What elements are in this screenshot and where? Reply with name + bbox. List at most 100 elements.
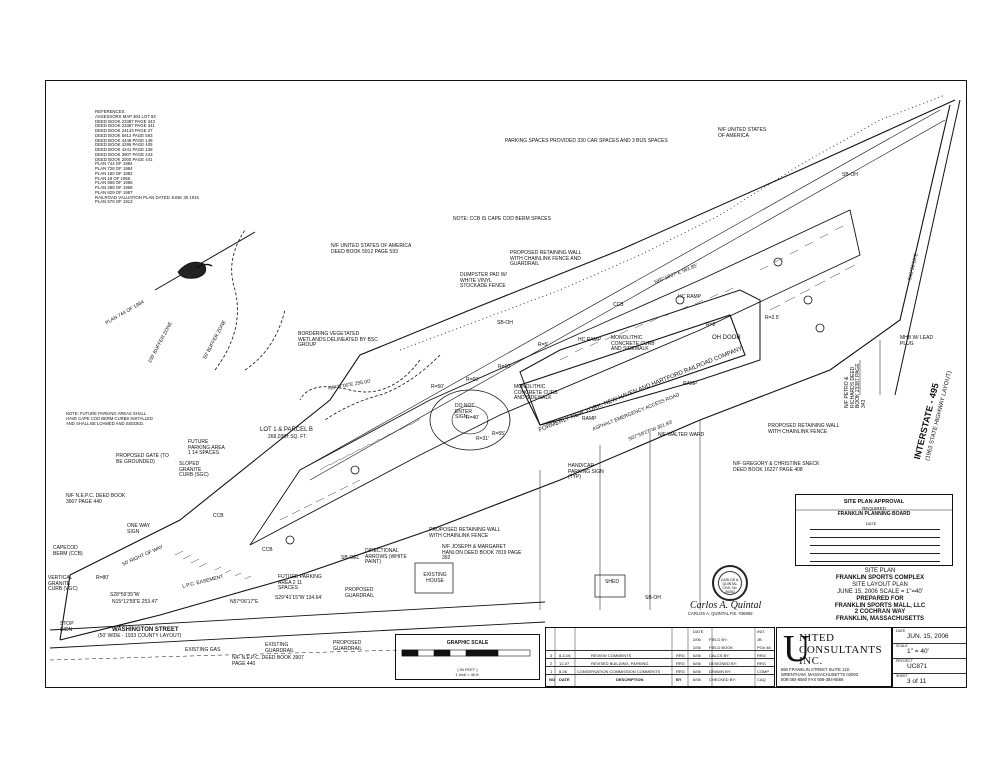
credit-field: FIELD BY: [709, 637, 728, 642]
radius-label: R=55' [492, 431, 506, 437]
title-block: SITE PLAN FRANKLIN SPORTS COMPLEX SITE L… [800, 568, 960, 623]
nf-us-label: N/F UNITED STATES OF AMERICA [718, 127, 767, 139]
reference-item: PLAN 18 OF 1966 [95, 175, 131, 181]
signature-line [810, 545, 940, 546]
nf-nepc-label-1: N/F N.E.P.C. DEED BOOK 3907 PAGE 440 [66, 493, 126, 505]
radius-label: R=2.5' [765, 315, 780, 321]
engineer-signature: Carlos A. Quintal [690, 600, 762, 611]
capecod-berm-label: CAPECOD BERM (CCB) [53, 545, 83, 557]
sheet-project: UC871 [907, 663, 928, 670]
vertical-curb-label: VERTICAL GRANITE CURB (VGC) [48, 575, 78, 593]
scale-unit: ( IN FEET ) [457, 667, 478, 672]
proposed-gate-label: PROPOSED GATE (TO BE GROUNDED) [116, 453, 169, 465]
bearing-label-2: N15°12'59"E 253.47' [112, 599, 158, 605]
future-parking-2-label: FUTURE PARKING AREA 2 11 SPACES [278, 574, 322, 592]
credit-init: JB [757, 637, 762, 642]
rev-header-by: BY [676, 676, 682, 682]
one-way-label: ONE WAY SIGN [127, 523, 150, 535]
reference-item: DEED BOOK 4448 PAGE 148 [95, 137, 153, 143]
hc-ramp-label: HC RAMP [578, 337, 602, 343]
reference-item: PLAN 744 OF 1984 [95, 161, 133, 167]
divider [893, 643, 966, 644]
sb-oh-label: SB-OH [842, 172, 858, 178]
walter-ward-label: N/F WALTER WARD [658, 432, 705, 438]
rev-no: 3 [550, 652, 553, 658]
credit-date: 6/06 [693, 653, 701, 658]
credit-field: FIELD BOOK [709, 645, 734, 650]
firm-name: NITED CONSULTANTS INC. [799, 632, 883, 668]
field-credits: DATE INIT. 2/06 FIELD BY: JB 2/06 FIELD … [691, 628, 776, 686]
credit-date: DATE [693, 629, 704, 634]
revision-row: 3 8-3-06 REVIEW COMMENTS RRG [546, 650, 774, 659]
rev-no: 2 [550, 660, 553, 666]
approval-required: REQUIRED [862, 506, 886, 511]
firm-logo-letter: U [783, 628, 811, 670]
existing-house-label: EXISTING HOUSE [423, 572, 447, 584]
credit-field: CALCS BY: [709, 653, 730, 658]
drawing-border [45, 80, 967, 688]
sheet-date: JUN. 15, 2006 [907, 633, 949, 640]
rev-date: 12-07 [559, 660, 570, 666]
radius-label: R=2' [706, 322, 717, 328]
firm-name-line-3: INC. [799, 655, 823, 667]
bearing-label-5: N57°06'17"E [230, 599, 259, 605]
radius-label: R=10' [498, 364, 512, 370]
sb-oh-label: SB-OH [497, 320, 513, 326]
signature-line [810, 537, 940, 538]
reference-item: PLAN 180 OF 1882 [95, 170, 133, 176]
firm-name-line-2: CONSULTANTS [799, 643, 883, 656]
sheet-info-block: DATE JUN. 15, 2006 SCALE 1" = 40' PROJEC… [892, 627, 967, 688]
seal-inner: CARLOS A. QUINTAL CIVIL No. 36082 [718, 571, 742, 595]
north-arrow-icon [154, 231, 256, 291]
existing-gas-label: EXISTING GAS [185, 647, 221, 653]
reference-item: DEED BOOK 4295 PAGE 405 [95, 142, 153, 148]
retaining-wall-top-label: PROPOSED RETAINING WALL WITH CHAINLINK F… [510, 250, 582, 268]
seal-text: CARLOS A. QUINTAL CIVIL No. 36082 [720, 578, 740, 594]
sheet-date-label: DATE [896, 629, 906, 633]
credit-date: 6/06 [693, 677, 701, 682]
bearing-label-3: S28°59'35"W [110, 592, 140, 598]
client-city: FRANKLIN, MASSACHUSETTS [836, 616, 924, 623]
rev-desc: REVIEW COMMENTS [591, 652, 632, 658]
lot-label: LOT 1 & PARCEL B [260, 427, 313, 433]
prepared-for: PREPARED FOR [856, 595, 904, 602]
sheet-scale-label: SCALE [896, 644, 908, 648]
firm-logo-block: U NITED CONSULTANTS INC. 850 FRANKLIN ST… [776, 627, 892, 687]
reference-item: DEED BOOK 2000 PAGE 441 [95, 156, 153, 162]
directional-arrows-label: DIRECTIONAL ARROWS (WHITE PAINT) [365, 548, 407, 566]
date-scale: JUNE 15, 2006 SCALE = 1"=40' [837, 588, 923, 595]
reference-item: PLAN 288 OF 1968 [95, 185, 133, 190]
firm-city: WRENTHAM, MASSACHUSETTS 02093 [781, 671, 859, 677]
credit-init: PG# 48 [757, 645, 771, 650]
graphic-scale-title: GRAPHIC SCALE [446, 640, 489, 646]
sheet-scale: 1" = 40' [907, 648, 929, 655]
oh-door-label: OH DOOR [712, 335, 741, 341]
firm-phone: 508-384-6560 FAX 508-384-6566 [781, 676, 844, 682]
radius-label: R=5' [538, 342, 549, 348]
washington-street-label: WASHINGTON STREET [112, 627, 179, 633]
radius-label: R=50' [431, 384, 445, 390]
credit-init: COMP [757, 669, 769, 674]
reference-item: DEED BOOK 3907 PAGE 443 [95, 151, 153, 157]
monolithic-curb-label-1: MONOLITHIC CONCRETE CURB AND SIDEWALK [611, 335, 655, 353]
rev-header-date: DATE [559, 676, 570, 682]
ccb-label: CCB [613, 302, 624, 308]
references-heading: REFERENCES: [95, 109, 126, 114]
graphic-scale-unit: ( IN FEET ) 1 inch = 40 ft. [396, 667, 539, 678]
reference-item: DEED BOOK 24143 PAGE 27 [95, 128, 153, 133]
rev-date: 8-3-06 [559, 652, 571, 658]
ccb-label: CCB [262, 547, 273, 553]
references-list: REFERENCES: ASSESSORS MAP 304 LOT 84 DEE… [95, 109, 199, 205]
sheet-project-label: PROJECT [896, 659, 913, 663]
rev-date: 8-06 [559, 668, 568, 674]
reference-item: ASSESSORS MAP 304 LOT 84 [95, 113, 156, 119]
credit-date: 6/06 [693, 669, 701, 674]
hanlon-label: N/F JOSEPH & MARGARET HANLON DEED BOOK 7… [442, 544, 522, 562]
credit-field: DESIGNED BY: [709, 661, 738, 666]
dumpster-label: DUMPSTER PAD W/ WHITE VINYL STOCKADE FEN… [460, 272, 507, 290]
reference-item: PLAN 829 OF 1987 [95, 189, 133, 195]
approval-board: FRANKLIN PLANNING BOARD [837, 511, 911, 517]
lot-area-label: 268,038± SQ. FT. [268, 434, 308, 440]
rev-header-no: NO [549, 676, 555, 682]
